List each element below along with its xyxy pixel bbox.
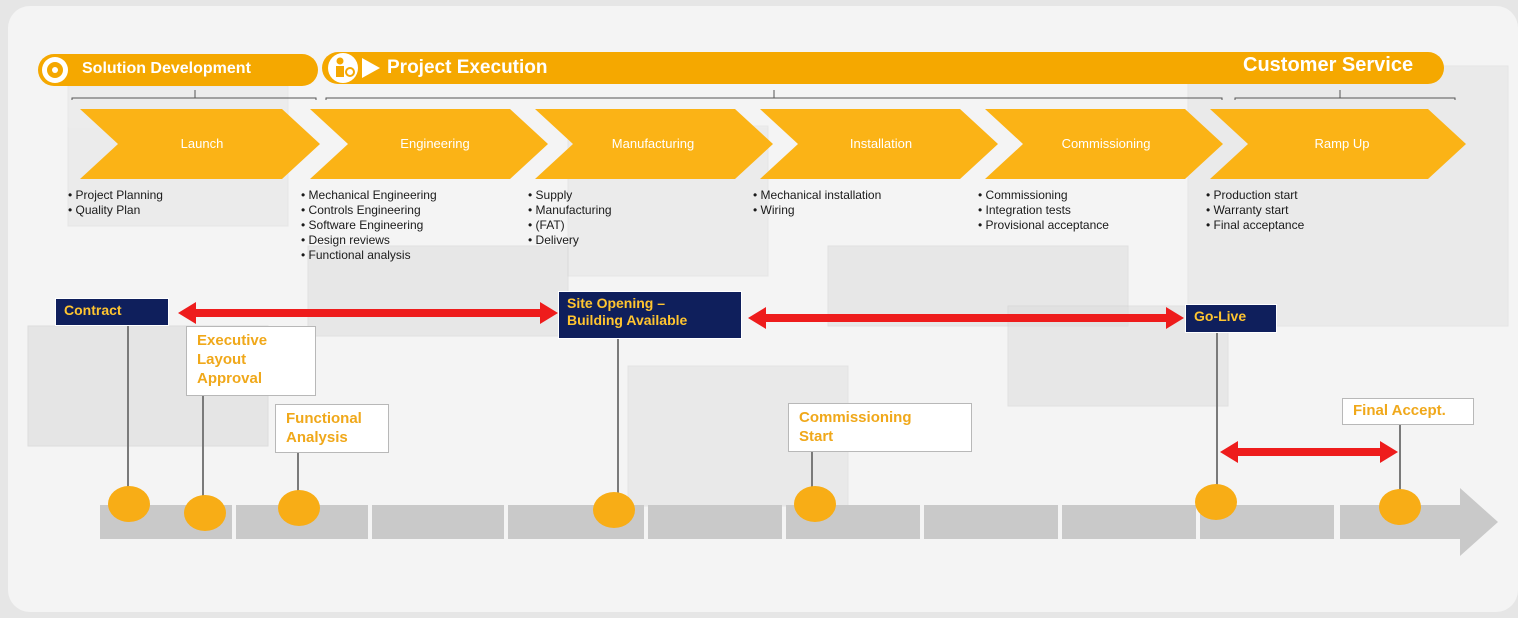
- final-accept-milestone: Final Accept.: [1342, 398, 1474, 425]
- list-item: Final acceptance: [1206, 218, 1305, 233]
- milestone-dots: [108, 484, 1421, 531]
- site-opening-milestone: Site Opening – Building Available: [558, 291, 742, 339]
- commissioning-bullets: Commissioning Integration tests Provisio…: [978, 188, 1109, 233]
- list-item: Project Planning: [68, 188, 163, 203]
- list-item: Provisional acceptance: [978, 218, 1109, 233]
- double-arrow-icon: [178, 302, 1398, 463]
- go-live-milestone: Go-Live: [1185, 304, 1277, 333]
- list-item: Design reviews: [301, 233, 437, 248]
- project-execution-label: Project Execution: [387, 57, 548, 78]
- manufacturing-bullets: Supply Manufacturing (FAT) Delivery: [528, 188, 612, 248]
- step-label-manufacturing: Manufacturing: [611, 136, 695, 151]
- solution-development-label: Solution Development: [82, 60, 251, 77]
- chevron-launch: [80, 109, 320, 179]
- chevron-ramp-up: [1210, 109, 1466, 179]
- step-label-launch: Launch: [180, 136, 224, 151]
- list-item: Commissioning: [978, 188, 1109, 203]
- step-label-engineering: Engineering: [400, 136, 470, 151]
- step-chevrons: [80, 109, 1466, 179]
- chevron-installation: [760, 109, 998, 179]
- contract-milestone: Contract: [55, 298, 169, 326]
- list-item: Delivery: [528, 233, 612, 248]
- list-item: Quality Plan: [68, 203, 163, 218]
- list-item: Warranty start: [1206, 203, 1304, 218]
- list-item: Production start: [1206, 188, 1304, 203]
- commissioning-start-milestone: Commissioning Start: [788, 403, 972, 452]
- solution-development-bar: [38, 54, 318, 86]
- list-item: Wiring: [753, 203, 881, 218]
- list-item: Functional analysis: [301, 248, 437, 263]
- ramp-up-bullets: Production start Warranty start Final ac…: [1206, 188, 1305, 233]
- gear-icon: [47, 62, 63, 78]
- chevron-manufacturing: [535, 109, 773, 179]
- executive-layout-approval-milestone: Executive Layout Approval: [186, 326, 316, 396]
- chevron-commissioning: [985, 109, 1223, 179]
- person-gear-icon: [336, 57, 355, 77]
- engineering-bullets: Mechanical Engineering Controls Engineer…: [301, 188, 437, 263]
- step-label-ramp-up: Ramp Up: [1314, 136, 1370, 151]
- project-execution-bar: [322, 52, 1444, 84]
- step-label-commissioning: Commissioning: [1061, 136, 1151, 151]
- list-item: Software Engineering: [301, 218, 437, 233]
- installation-bullets: Mechanical installation Wiring: [753, 188, 882, 218]
- list-item: Mechanical Engineering: [301, 188, 437, 203]
- list-item: Mechanical installation: [753, 188, 882, 203]
- chevron-arrow-icon: [362, 58, 380, 78]
- customer-service-label: Customer Service: [1243, 54, 1414, 76]
- list-item: Supply: [528, 188, 612, 203]
- phase-header: [38, 52, 1456, 100]
- step-label-installation: Installation: [849, 136, 913, 151]
- list-item: Integration tests: [978, 203, 1109, 218]
- milestone-connectors: [127, 325, 1401, 497]
- launch-bullets: Project Planning Quality Plan: [68, 188, 163, 218]
- list-item: (FAT): [528, 218, 612, 233]
- list-item: Manufacturing: [528, 203, 612, 218]
- list-item: Controls Engineering: [301, 203, 437, 218]
- chevron-engineering: [310, 109, 548, 179]
- phase-brackets: [71, 90, 1456, 100]
- timeline-bar: [100, 488, 1498, 556]
- functional-analysis-milestone: Functional Analysis: [275, 404, 389, 453]
